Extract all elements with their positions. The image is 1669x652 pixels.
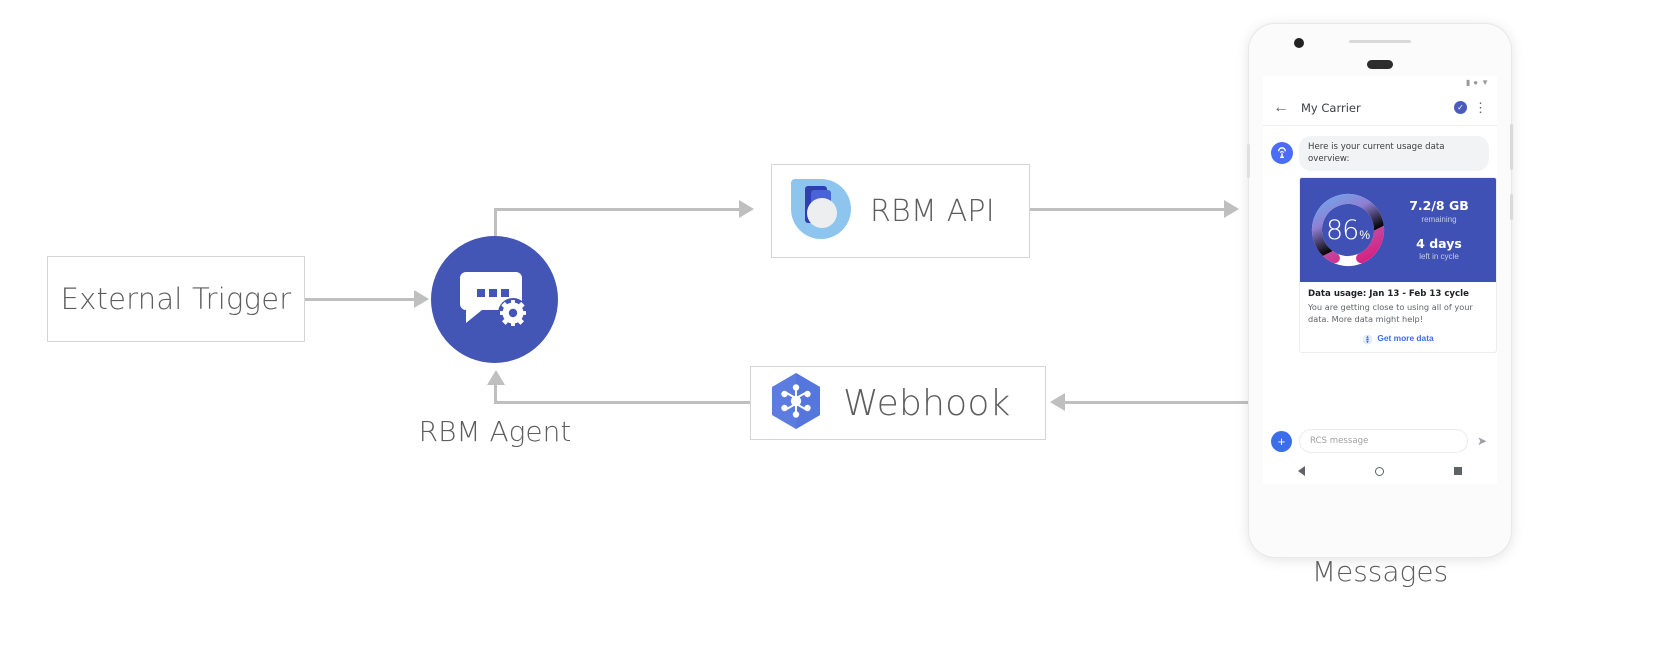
- phone-top-accent: [1349, 40, 1411, 43]
- rbm-agent-label: RBM Agent: [418, 415, 572, 448]
- message-text: Here is your current usage data overview…: [1308, 142, 1445, 164]
- webhook-node[interactable]: Webhook: [750, 366, 1046, 440]
- rcs-message-placeholder: RCS message: [1310, 436, 1369, 446]
- message-bubble: Here is your current usage data overview…: [1299, 136, 1489, 172]
- phone-screen: ▮ ● ▼ ← My Carrier ✓ ⋮: [1263, 76, 1497, 484]
- message-composer: + RCS message ➤: [1263, 424, 1497, 458]
- chat-gear-icon: [459, 266, 530, 333]
- gauge-unit: %: [1359, 227, 1371, 242]
- connector-webhook-to-agent: [494, 401, 752, 404]
- external-trigger-label: External Trigger: [60, 282, 292, 316]
- rcs-message-input[interactable]: RCS message: [1299, 429, 1468, 453]
- phone-caption: Messages: [1311, 555, 1449, 588]
- usage-gauge: 86 %: [1306, 188, 1390, 272]
- hero-stats: 7.2/8 GB remaining 4 days left in cycle: [1390, 198, 1488, 262]
- rich-card[interactable]: 86 % 7.2/8 GB remaining 4 days left in c…: [1299, 177, 1497, 354]
- nav-back-icon[interactable]: [1298, 466, 1305, 476]
- arrow-agent-to-api: [739, 200, 754, 218]
- app-bar: ← My Carrier ✓ ⋮: [1263, 90, 1497, 126]
- wifi-icon: ●: [1473, 78, 1479, 87]
- rbm-agent-node[interactable]: [431, 236, 558, 363]
- rbm-droplet-logo: [788, 176, 854, 247]
- gauge-value-group: 86 %: [1306, 188, 1390, 272]
- data-remaining-value: 7.2/8 GB: [1409, 198, 1469, 214]
- status-bar: ▮ ● ▼: [1263, 76, 1497, 90]
- signal-icon: ▮: [1465, 78, 1471, 87]
- arrow-api-to-phone: [1224, 200, 1239, 218]
- send-icon[interactable]: ➤: [1476, 434, 1488, 448]
- days-left-caption: left in cycle: [1419, 252, 1459, 262]
- card-hero: 86 % 7.2/8 GB remaining 4 days left in c…: [1300, 178, 1496, 283]
- phone-side-button-left: [1247, 144, 1250, 178]
- connector-trigger-to-agent: [305, 298, 415, 301]
- arrow-webhook-to-agent: [487, 370, 505, 385]
- rbm-api-node[interactable]: RBM API: [771, 164, 1030, 258]
- phone-volume-button[interactable]: [1510, 194, 1513, 220]
- globe-icon: [1362, 332, 1373, 345]
- add-attachment-icon[interactable]: +: [1271, 430, 1292, 452]
- incoming-message-row: Here is your current usage data overview…: [1271, 136, 1489, 172]
- carrier-antenna-icon: [1271, 142, 1293, 164]
- connector-agent-up: [494, 208, 497, 253]
- phone-power-button[interactable]: [1510, 124, 1513, 170]
- battery-icon: ▼: [1481, 78, 1489, 87]
- card-description: You are getting close to using all of yo…: [1308, 302, 1473, 324]
- get-more-data-label: Get more data: [1377, 332, 1434, 343]
- arrow-trigger-to-agent: [414, 290, 429, 308]
- nav-home-icon[interactable]: [1375, 466, 1384, 476]
- connector-api-to-phone: [1030, 208, 1225, 211]
- get-more-data-button[interactable]: Get more data: [1308, 332, 1488, 346]
- gauge-value: 86: [1325, 214, 1359, 246]
- conversation-title: My Carrier: [1301, 100, 1361, 115]
- back-arrow-icon[interactable]: ←: [1273, 98, 1289, 116]
- webhook-label: Webhook: [843, 382, 1011, 424]
- message-thread: Here is your current usage data overview…: [1263, 126, 1497, 354]
- arrow-phone-to-webhook: [1050, 393, 1065, 411]
- nav-recents-icon[interactable]: [1454, 467, 1462, 475]
- cloud-functions-hexagon-icon: [765, 370, 827, 437]
- phone-mockup: ▮ ● ▼ ← My Carrier ✓ ⋮: [1247, 24, 1513, 557]
- earpiece-speaker: [1367, 60, 1393, 69]
- card-body: Data usage: Jan 13 - Feb 13 cycle You ar…: [1300, 282, 1496, 352]
- verified-shield-icon: ✓: [1454, 101, 1467, 114]
- rbm-api-label: RBM API: [870, 193, 995, 229]
- external-trigger-node[interactable]: External Trigger: [47, 256, 305, 342]
- days-left-value: 4 days: [1416, 235, 1462, 251]
- android-nav-bar: [1263, 458, 1497, 484]
- connector-agent-to-api: [494, 208, 739, 211]
- connector-agent-up-from-webhook: [494, 385, 497, 403]
- front-camera-icon: [1294, 38, 1304, 48]
- kebab-menu-icon[interactable]: ⋮: [1474, 99, 1487, 115]
- card-title: Data usage: Jan 13 - Feb 13 cycle: [1308, 289, 1469, 300]
- data-remaining-caption: remaining: [1421, 214, 1457, 224]
- connector-phone-to-webhook: [1065, 401, 1260, 404]
